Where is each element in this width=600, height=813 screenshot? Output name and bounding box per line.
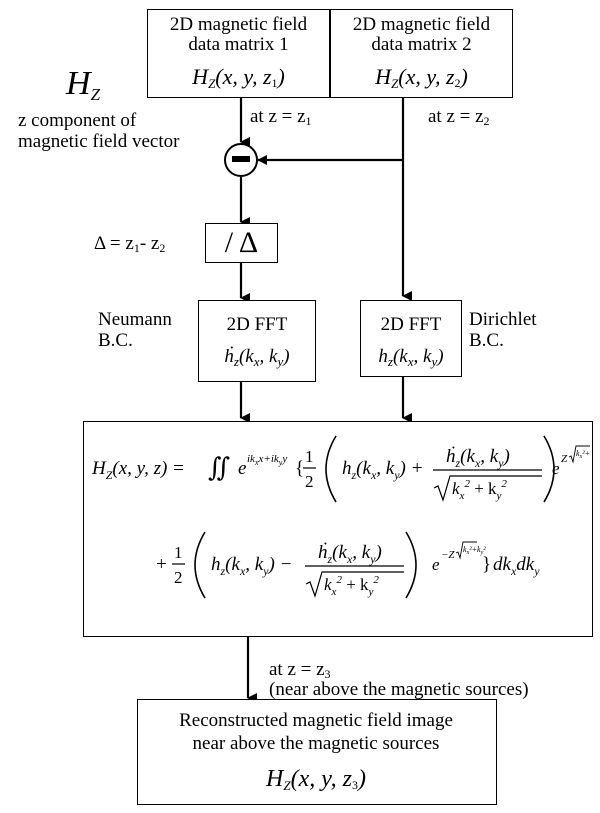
svg-text:ḣz(kx, ky): ḣz(kx, ky) <box>446 446 510 470</box>
svg-text:2: 2 <box>305 472 314 491</box>
hz-desc-line1: z component of <box>18 110 137 131</box>
fft-left-formula: ḣz(kx, ky) <box>224 346 290 369</box>
result-line1: Reconstructed magnetic field image <box>179 710 453 731</box>
minus-bar <box>232 156 250 162</box>
reconstruction-formula-box: HZ(x, y, z) = ∬ e ikxx+ikyy { 1 2 hz(kx,… <box>83 421 593 637</box>
reconstruction-formula: HZ(x, y, z) = ∬ e ikxx+ikyy { 1 2 hz(kx,… <box>91 435 590 599</box>
svg-text:}: } <box>482 554 491 575</box>
box2-formula: HZ(x, y, z2) <box>375 64 468 92</box>
reconstructed-image-box: Reconstructed magnetic field image near … <box>137 699 497 805</box>
near-sources-label: (near above the magnetic sources) <box>269 679 529 700</box>
svg-text:ḣz(kx, ky): ḣz(kx, ky) <box>318 542 382 566</box>
svg-text:{: { <box>295 458 304 479</box>
neumann-line2: B.C. <box>98 330 133 351</box>
data-matrix-2-box: 2D magnetic field data matrix 2 HZ(x, y,… <box>330 9 513 98</box>
svg-text:e: e <box>552 459 560 478</box>
svg-text:hz(kx, ky) +: hz(kx, ky) + <box>342 458 423 482</box>
box1-title-line1: 2D magnetic field <box>169 14 308 35</box>
svg-text:1: 1 <box>174 543 183 562</box>
svg-text:kx²+ky²: kx²+ky² <box>576 449 590 460</box>
divide-delta-box: / Δ <box>205 223 278 263</box>
data-matrix-1-box: 2D magnetic field data matrix 1 HZ(x, y,… <box>147 9 330 98</box>
svg-text:hz(kx, ky) −: hz(kx, ky) − <box>211 554 292 578</box>
at-z3-label: at z = z3 <box>269 659 331 681</box>
svg-text:dkxdky: dkxdky <box>493 554 540 578</box>
svg-text:kx2 + ky2: kx2 + ky2 <box>324 574 379 598</box>
fft-neumann-box: 2D FFT ḣz(kx, ky) <box>198 300 316 382</box>
box1-formula: HZ(x, y, z1) <box>192 64 285 92</box>
delta-definition: Δ = z1- z2 <box>94 233 166 255</box>
svg-text:e: e <box>432 555 440 574</box>
box1-title-line2: data matrix 1 <box>188 34 289 55</box>
at-z2-label: at z = z2 <box>428 106 490 128</box>
svg-text:e: e <box>238 458 246 479</box>
svg-text:ikxx+ikyy: ikxx+ikyy <box>247 453 287 467</box>
divide-delta-label: / Δ <box>224 226 259 259</box>
box2-title-line2: data matrix 2 <box>371 34 472 55</box>
fft-left-title: 2D FFT <box>226 314 288 335</box>
box2-title-line1: 2D magnetic field <box>352 14 491 35</box>
svg-text:HZ(x, y, z) =: HZ(x, y, z) = <box>91 458 185 482</box>
at-z1-label: at z = z1 <box>250 106 312 128</box>
dirichlet-line2: B.C. <box>469 330 504 351</box>
svg-text:2: 2 <box>174 568 183 587</box>
hz-symbol: HZ <box>66 65 101 105</box>
svg-text:1: 1 <box>305 447 314 466</box>
svg-text:−Z: −Z <box>441 549 455 561</box>
result-formula: HZ(x, y, z3) <box>266 766 366 793</box>
svg-text:+: + <box>156 554 167 575</box>
fft-dirichlet-box: 2D FFT hz(kx, ky) <box>360 300 462 377</box>
fft-right-title: 2D FFT <box>380 314 442 335</box>
svg-text:kx2 + ky2: kx2 + ky2 <box>452 478 507 502</box>
dirichlet-line1: Dirichlet <box>469 309 537 330</box>
svg-text:kx²+ky²: kx²+ky² <box>463 545 486 556</box>
svg-text:∬: ∬ <box>208 453 230 482</box>
neumann-line1: Neumann <box>98 309 172 330</box>
fft-right-formula: hz(kx, ky) <box>378 346 444 369</box>
result-line2: near above the magnetic sources <box>192 733 440 754</box>
svg-text:Z: Z <box>561 453 568 465</box>
hz-desc-line2: magnetic field vector <box>18 131 180 152</box>
